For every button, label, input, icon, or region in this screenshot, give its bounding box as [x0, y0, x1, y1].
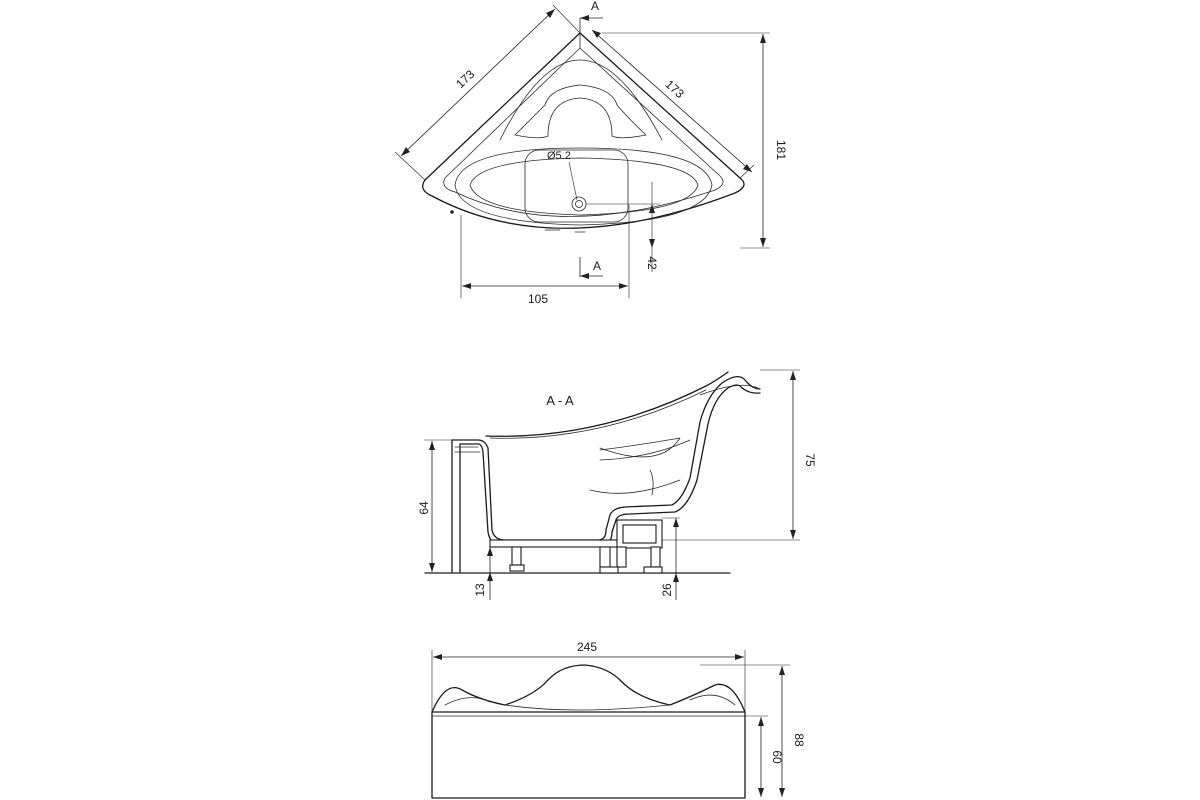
top-view-drain-outer	[571, 196, 587, 212]
dim-total-height: 75	[803, 453, 817, 467]
dim-drain-offset: 105	[528, 292, 548, 306]
section-shell-outer	[451, 376, 761, 541]
dim-rim-height: 64	[417, 501, 431, 515]
top-view-basin-oval	[454, 147, 713, 226]
dim-leg-height: 13	[473, 583, 487, 597]
dim-side-right: 173	[663, 77, 687, 101]
dim-apron-height: 60	[770, 750, 784, 764]
dim-side-left: 173	[453, 67, 477, 91]
top-view: 173 173 181 A A 105 42	[394, 0, 788, 306]
section-title: A - A	[546, 393, 574, 408]
top-view-drain-inner	[575, 200, 583, 208]
dim-frame-height: 26	[660, 583, 674, 597]
dim-drain-diameter: Ø5.2	[547, 150, 571, 162]
front-profile	[431, 664, 746, 713]
dim-depth: 181	[774, 140, 788, 160]
top-view-inner-rim	[443, 47, 724, 217]
section-view: A - A 64	[417, 369, 817, 600]
dim-width: 245	[577, 640, 597, 654]
dim-front-total-height: 88	[792, 733, 806, 747]
top-view-headrest	[514, 84, 647, 139]
section-shell-inner	[459, 384, 761, 547]
front-apron	[431, 711, 746, 799]
section-frame-leg	[599, 546, 611, 568]
section-mark-top: A	[591, 0, 599, 13]
dim-drain-edge: 42	[645, 256, 659, 270]
top-view-outer-outline	[422, 32, 745, 229]
top-view-basin-floor	[524, 149, 629, 223]
section-foot	[509, 564, 525, 572]
section-mark-bottom: A	[593, 259, 601, 273]
front-view: 245 60 88	[431, 640, 806, 799]
